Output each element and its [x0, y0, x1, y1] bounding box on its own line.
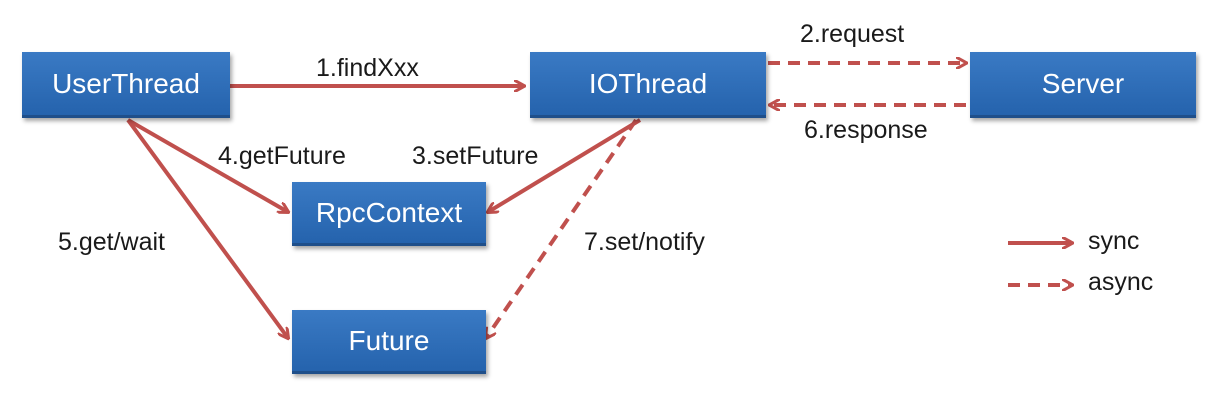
label-request: 2.request	[800, 20, 905, 48]
node-future: Future	[292, 310, 486, 374]
label-getfuture: 4.getFuture	[218, 142, 346, 170]
label-findxxx: 1.findXxx	[316, 54, 419, 82]
label-getwait: 5.get/wait	[58, 228, 166, 256]
label-response: 6.response	[804, 116, 928, 144]
arrow-setfuture	[488, 118, 642, 212]
label-setnotify: 7.set/notify	[584, 228, 705, 256]
node-iothread: IOThread	[530, 52, 766, 118]
node-server: Server	[970, 52, 1196, 118]
arrow-getfuture	[127, 118, 288, 212]
label-setfuture: 3.setFuture	[412, 142, 539, 170]
arrow-setnotify	[486, 118, 638, 338]
legend-async-label: async	[1088, 268, 1154, 296]
legend-sync-label: sync	[1088, 227, 1140, 255]
node-rpccontext: RpcContext	[292, 182, 486, 246]
node-userthread: UserThread	[22, 52, 230, 118]
arrow-getwait	[126, 118, 288, 338]
